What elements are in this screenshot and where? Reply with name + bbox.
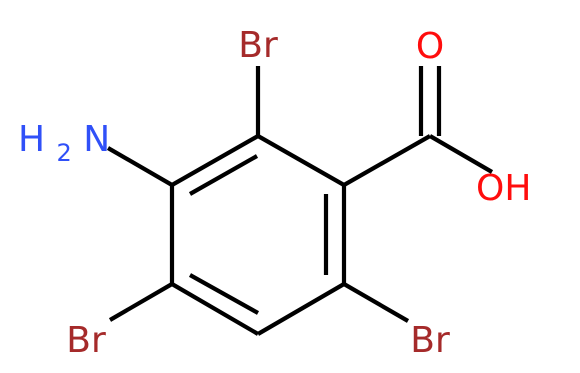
bond-inner-c4-c5 bbox=[188, 273, 260, 315]
bond-c3-br-right bbox=[342, 282, 410, 323]
bond-c6-n bbox=[106, 146, 174, 187]
amine-nitrogen-label: N bbox=[83, 119, 110, 160]
bond-c6-c1 bbox=[170, 134, 260, 187]
bond-c4-c5 bbox=[170, 282, 260, 336]
amine-label: H 2 N bbox=[18, 119, 110, 170]
bond-carboxyl-oh bbox=[428, 134, 494, 174]
bond-inner-c1-c6 bbox=[188, 154, 259, 196]
amine-subscript-label: 2 bbox=[57, 139, 72, 167]
br-right-label: Br bbox=[410, 320, 450, 361]
br-top-label: Br bbox=[238, 25, 278, 66]
bond-c3-c4 bbox=[256, 282, 346, 336]
bond-c2-carboxyl bbox=[342, 134, 432, 187]
amine-hydrogen-label: H bbox=[18, 119, 45, 160]
br-left-label: Br bbox=[66, 320, 106, 361]
bond-c1-c2 bbox=[256, 134, 346, 187]
hydroxyl-label: OH bbox=[476, 168, 531, 209]
bond-c5-br-left bbox=[108, 282, 174, 322]
carbonyl-oxygen-label: O bbox=[416, 26, 444, 67]
